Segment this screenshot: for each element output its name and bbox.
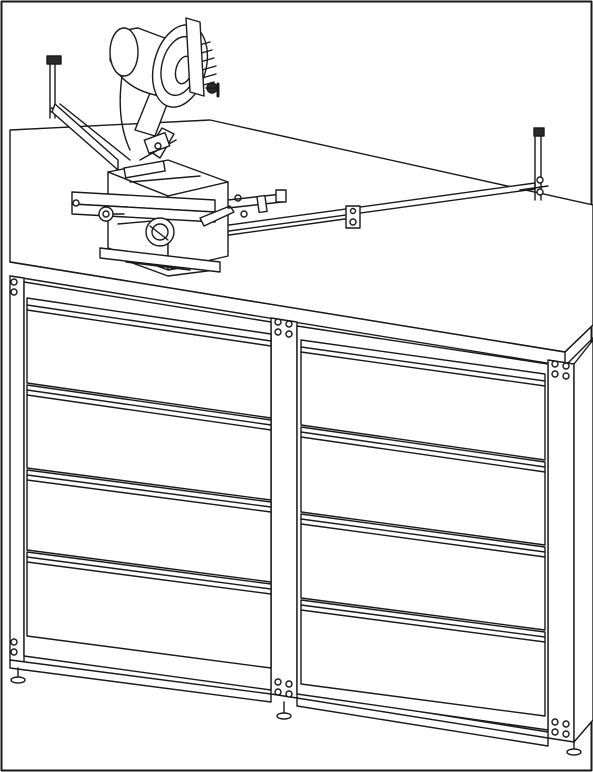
tape-reel	[109, 17, 220, 151]
bolt-group-mid-top	[274, 318, 293, 338]
drawer-right-4[interactable]	[300, 599, 546, 717]
drawer-column-left	[23, 281, 272, 691]
drawer-left-3[interactable]	[26, 469, 272, 583]
cutter-head	[71, 159, 287, 277]
bolt-group-right-top	[551, 360, 570, 380]
drawer-left-4[interactable]	[26, 551, 272, 669]
bolt-group-mid-bottom	[274, 678, 293, 698]
drawer-right-3[interactable]	[300, 513, 546, 631]
drawer-left-1[interactable]	[26, 297, 272, 419]
drawer-right-2[interactable]	[300, 426, 546, 546]
extension-rail	[221, 127, 549, 237]
bolt-group-right-bottom	[551, 718, 570, 738]
bolt-group-left-top	[10, 278, 18, 296]
adjustment-knob	[98, 206, 125, 222]
foot-right	[566, 741, 582, 756]
drawer-left-2[interactable]	[26, 384, 272, 501]
foot-left	[10, 667, 26, 684]
foot-mid	[276, 701, 292, 720]
corner-bolts	[10, 278, 570, 738]
leveling-feet	[10, 667, 582, 756]
drawer-column-right	[296, 325, 549, 731]
drawer-right-1[interactable]	[300, 339, 546, 461]
bolt-group-left-bottom	[10, 638, 18, 656]
